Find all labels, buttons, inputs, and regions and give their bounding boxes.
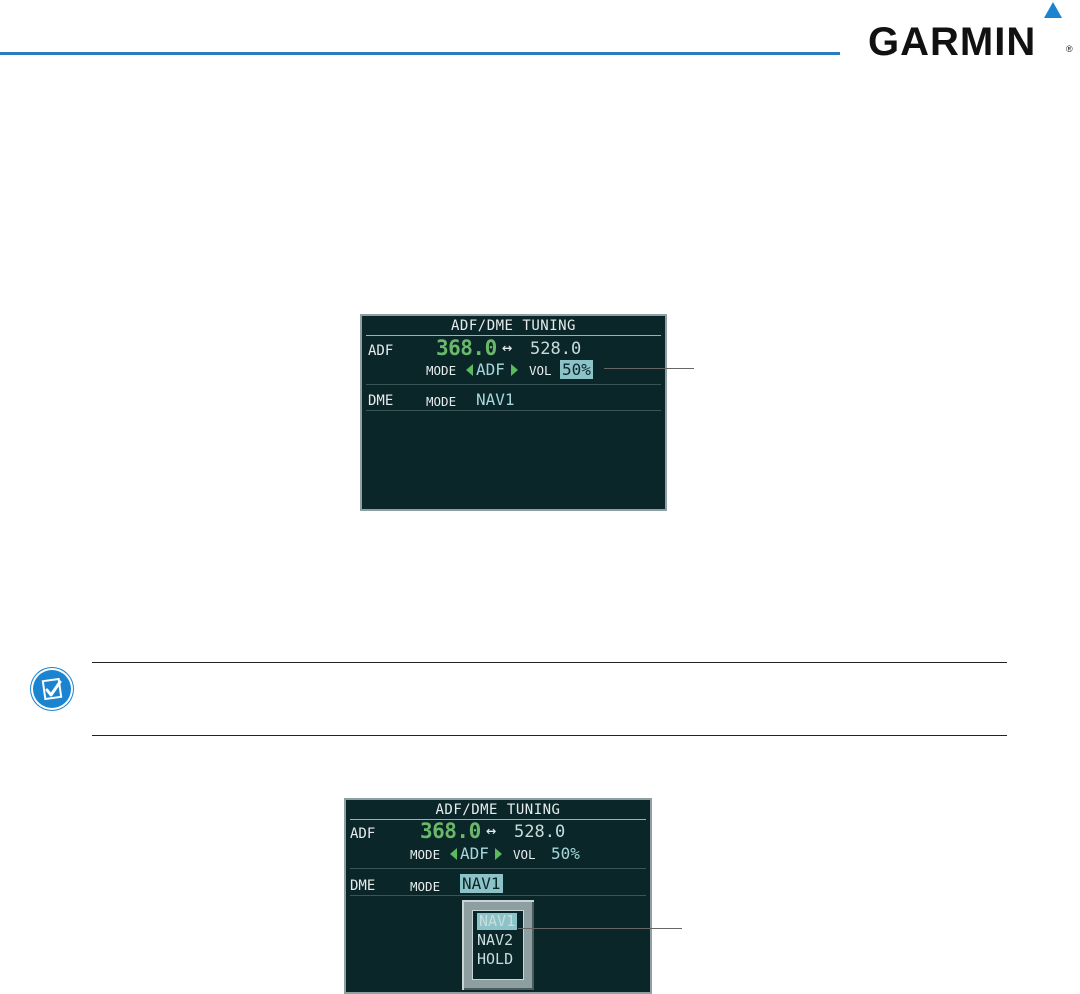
chevron-right-icon [511, 364, 518, 376]
window-title: ADF/DME TUNING [450, 318, 576, 334]
adf-label: ADF [350, 826, 376, 842]
title-divider [366, 335, 661, 336]
adf-mode-label: MODE [410, 847, 441, 862]
title-divider [350, 819, 646, 820]
note-top-rule [92, 662, 1007, 663]
adf-dme-tuning-window-1: ADF/DME TUNING ADF 368.0 ↔ 528.0 MODE AD… [360, 314, 667, 511]
adf-mode-value[interactable]: ADF [476, 360, 505, 379]
chevron-left-icon [450, 848, 457, 860]
note-check-icon [33, 670, 71, 708]
dme-mode-value[interactable]: NAV1 [476, 390, 515, 409]
adf-active-frequency[interactable]: 368.0 [420, 819, 481, 843]
vol-label: VOL [529, 363, 552, 378]
adf-standby-frequency[interactable]: 528.0 [514, 822, 566, 842]
adf-label: ADF [368, 343, 394, 359]
chevron-right-icon [495, 848, 502, 860]
dme-mode-label: MODE [426, 394, 457, 409]
chevron-left-icon [466, 364, 473, 376]
garmin-logo: GARMIN ® [868, 2, 1074, 64]
list-callout-line [518, 928, 682, 929]
dme-mode-label: MODE [410, 879, 441, 894]
adf-dme-tuning-window-2: ADF/DME TUNING ADF 368.0 ↔ 528.0 MODE AD… [344, 798, 652, 994]
adf-standby-frequency[interactable]: 528.0 [530, 339, 582, 359]
adf-section-divider [366, 384, 661, 385]
note-bottom-rule [92, 735, 1007, 736]
dme-mode-selection-list: NAV1 NAV2 HOLD [462, 900, 534, 990]
dme-label: DME [350, 878, 376, 894]
adf-mode-value[interactable]: ADF [460, 844, 489, 863]
brand-registered-mark: ® [1066, 44, 1073, 54]
vol-label: VOL [513, 847, 536, 862]
adf-section-divider [350, 868, 646, 869]
adf-mode-label: MODE [426, 363, 457, 378]
brand-name: GARMIN [868, 20, 1037, 64]
adf-active-frequency[interactable]: 368.0 [436, 336, 497, 360]
vol-field[interactable]: 50% [551, 844, 580, 863]
garmin-triangle-icon [1044, 2, 1062, 18]
dme-section-divider [366, 410, 661, 411]
dme-option-hold[interactable]: HOLD [477, 950, 514, 968]
vol-callout-line [604, 368, 694, 369]
vol-field[interactable]: 50% [560, 360, 593, 379]
dme-option-nav2[interactable]: NAV2 [477, 931, 514, 949]
dme-label: DME [368, 393, 394, 409]
window-title: ADF/DME TUNING [435, 802, 561, 818]
dme-mode-field[interactable]: NAV1 [460, 874, 503, 893]
frequency-swap-icon: ↔ [486, 821, 497, 841]
frequency-swap-icon: ↔ [502, 338, 513, 358]
dme-section-divider [350, 895, 646, 896]
dme-option-nav1[interactable]: NAV1 [477, 912, 518, 930]
selection-list-body: NAV1 NAV2 HOLD [472, 910, 524, 980]
header-rule [0, 52, 840, 55]
